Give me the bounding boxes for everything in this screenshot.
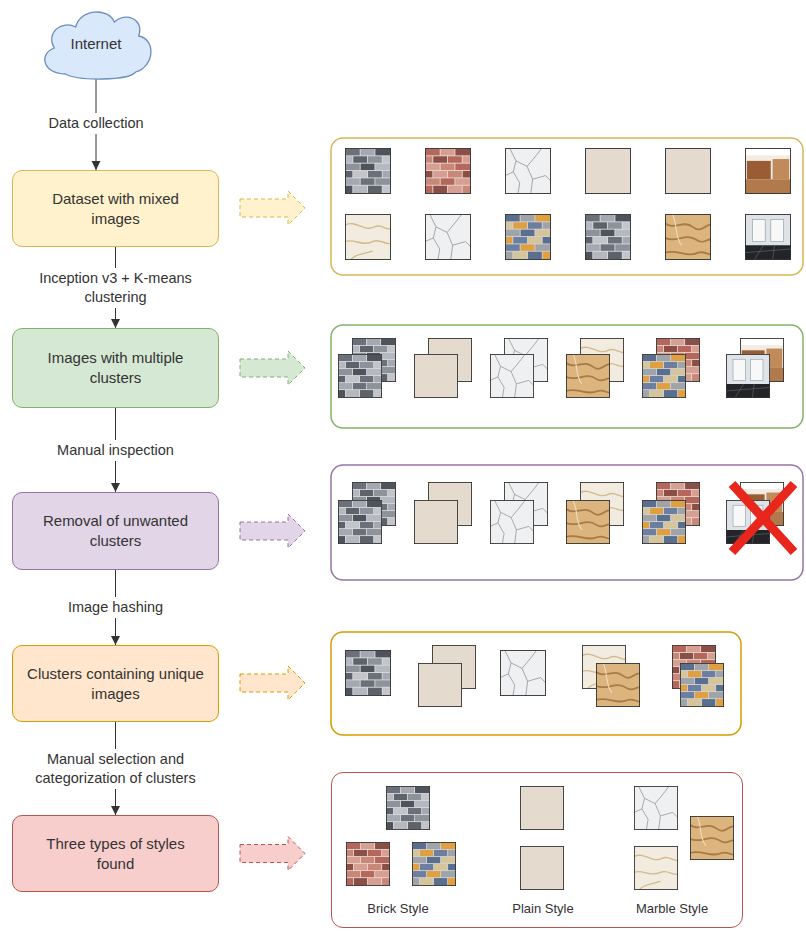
cloud-outline — [45, 12, 151, 79]
edge-label: Inception v3 + K-means clustering — [27, 268, 205, 308]
process-box: Three types of styles found — [12, 815, 219, 892]
image-panel — [331, 325, 803, 428]
tile-clusters — [332, 482, 784, 544]
dashed-arrow — [240, 351, 305, 385]
tile-unique — [339, 645, 730, 707]
edge-label: Manual inspection — [53, 440, 178, 461]
edge-label: Image hashing — [64, 597, 167, 618]
tile-styles — [340, 786, 734, 890]
process-box: Clusters containing unique images — [12, 645, 219, 722]
dashed-arrow — [240, 514, 305, 548]
node-label: Clusters containing unique images — [27, 664, 204, 704]
node-label: Dataset with mixed images — [27, 189, 204, 229]
style-label: Plain Style — [512, 901, 573, 917]
removal-cross — [732, 484, 794, 552]
image-panel — [331, 465, 803, 580]
node-label: Images with multiple clusters — [27, 348, 204, 388]
edge-label: Manual selection and categorization of c… — [12, 749, 220, 789]
edge-label: Data collection — [44, 113, 147, 134]
tile-clusters — [332, 338, 784, 398]
source-cloud: Internet — [35, 2, 157, 82]
arrowhead — [111, 636, 120, 645]
node-label: Three types of styles found — [27, 834, 204, 874]
style-label: Brick Style — [367, 901, 428, 917]
process-box: Removal of unwanted clusters — [12, 492, 219, 570]
node-label: Removal of unwanted clusters — [27, 511, 204, 551]
dashed-arrow — [240, 191, 305, 225]
process-box: Images with multiple clusters — [12, 328, 219, 408]
style-label: Marble Style — [636, 901, 708, 917]
dashed-arrow — [240, 666, 305, 700]
arrowhead — [111, 319, 120, 328]
image-panel — [331, 138, 803, 275]
arrowhead — [111, 483, 120, 492]
arrowhead — [92, 161, 101, 170]
tile-images — [339, 148, 791, 260]
node-label: Internet — [71, 34, 122, 54]
style-panel: Brick Style Plain Style Marble Style — [331, 772, 743, 928]
dashed-arrow — [240, 837, 305, 871]
connector — [240, 837, 305, 871]
arrowhead — [111, 806, 120, 815]
process-box: Dataset with mixed images — [12, 170, 219, 247]
image-panel — [331, 632, 741, 735]
